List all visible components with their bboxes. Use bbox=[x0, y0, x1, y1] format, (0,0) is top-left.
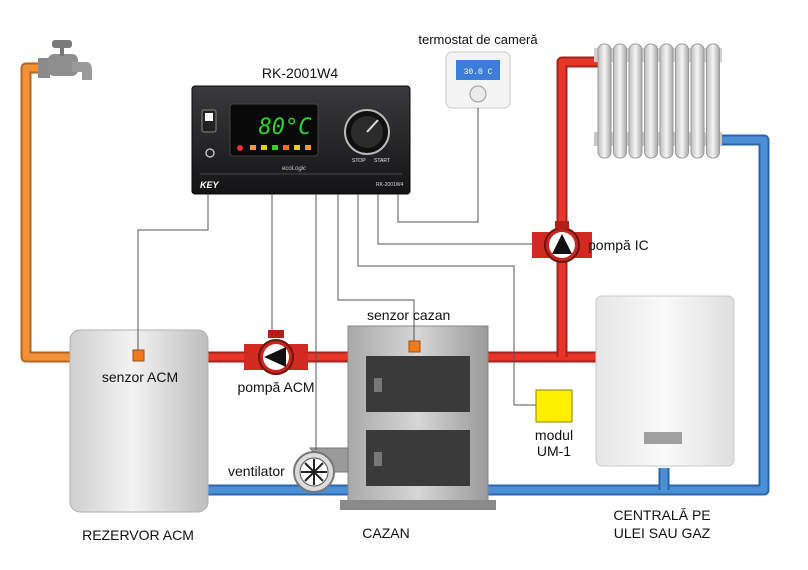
start-button-label[interactable]: START bbox=[374, 158, 390, 164]
module-label-line2: UM-1 bbox=[537, 443, 571, 459]
radiator-fin bbox=[659, 43, 674, 159]
fan-icon bbox=[293, 447, 349, 493]
pump-ic-label: pompă IC bbox=[588, 237, 649, 253]
radiator-fin bbox=[644, 43, 658, 159]
gas-boiler bbox=[595, 295, 735, 467]
radiator-fin bbox=[690, 43, 705, 159]
thermostat-screen bbox=[456, 60, 500, 80]
boiler bbox=[340, 325, 496, 510]
boiler-sensor-label: senzor cazan bbox=[367, 307, 450, 323]
boiler-label: CAZAN bbox=[362, 525, 409, 541]
controller-display-digits: 80°C bbox=[259, 115, 313, 140]
radiator-icon bbox=[594, 43, 722, 159]
display-status-icons bbox=[237, 145, 311, 151]
controller-display bbox=[229, 103, 319, 157]
controller-model-small: RK-2001W4 bbox=[376, 182, 403, 188]
controller-brand-logo: KEY bbox=[200, 180, 220, 190]
dhw-sensor-icon bbox=[132, 349, 145, 362]
module-label-line1: modul bbox=[535, 427, 573, 443]
radiator-fin bbox=[597, 43, 612, 159]
room-thermostat: 30.0 C bbox=[445, 51, 511, 109]
power-icon bbox=[205, 148, 215, 158]
gas-boiler-label-line2: ULEI SAU GAZ bbox=[614, 525, 711, 541]
gas-boiler-label-line1: CENTRALĂ PE bbox=[613, 507, 710, 523]
controller-model-label: RK-2001W4 bbox=[262, 65, 338, 81]
dhw-tank bbox=[69, 329, 209, 513]
radiator-fin bbox=[628, 43, 643, 159]
dhw-sensor-label: senzor ACM bbox=[102, 369, 178, 385]
pump-ic-icon bbox=[532, 221, 592, 263]
signal-wires bbox=[137, 108, 536, 450]
radiator-fin bbox=[706, 43, 720, 159]
thermostat-screen-text: 30.0 C bbox=[464, 68, 493, 77]
dhw-pipe bbox=[20, 62, 72, 363]
fan-label: ventilator bbox=[228, 463, 285, 479]
dhw-pump-label: pompă ACM bbox=[237, 379, 314, 395]
thermostat-label: termostat de cameră bbox=[418, 32, 538, 47]
pump-dhw-icon bbox=[244, 330, 308, 375]
radiator-fin bbox=[613, 43, 627, 159]
water-tap-icon bbox=[38, 40, 92, 80]
radiator-fin bbox=[675, 43, 689, 159]
controller-rk-2001w4: 80°C STOP START ecoLogic KEY RK-2001W4 bbox=[191, 85, 411, 195]
stop-button-label[interactable]: STOP bbox=[352, 158, 366, 164]
controller-sub-brand: ecoLogic bbox=[282, 166, 306, 172]
pipes bbox=[20, 56, 770, 496]
boiler-sensor-icon bbox=[408, 340, 421, 353]
module-um-1 bbox=[535, 389, 573, 423]
dhw-tank-label: REZERVOR ACM bbox=[82, 527, 194, 543]
labels: RK-2001W4 termostat de cameră pompă IC s… bbox=[82, 32, 711, 543]
hot-pipe-riser bbox=[556, 56, 598, 357]
